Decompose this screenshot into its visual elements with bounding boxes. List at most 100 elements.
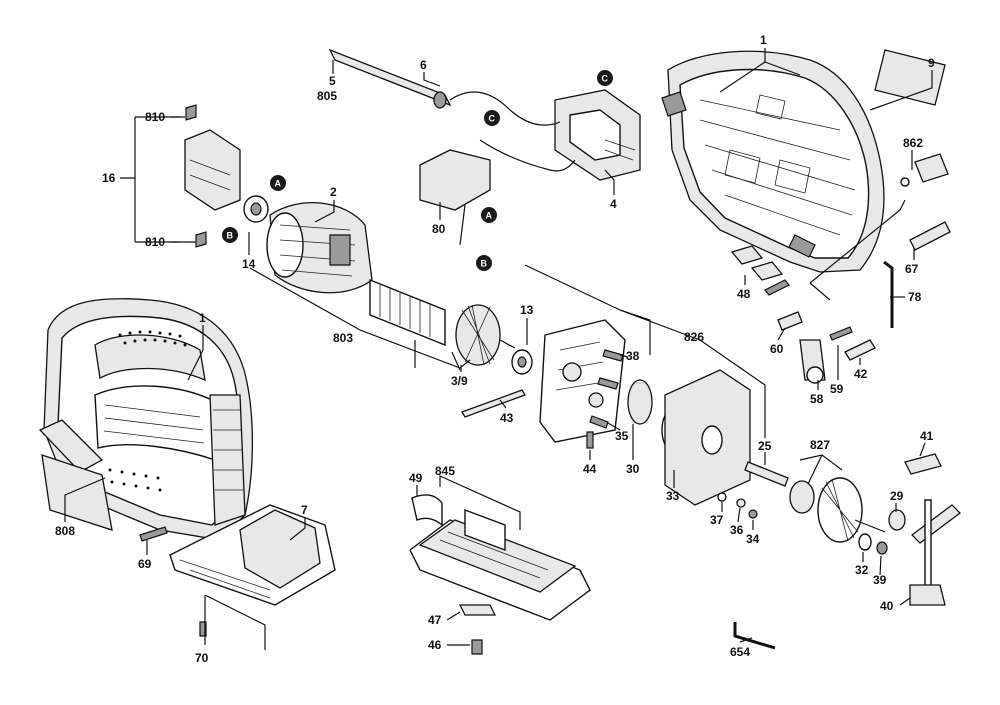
clamp-41 <box>904 453 942 475</box>
label-70: 70 <box>195 651 209 665</box>
vent-dots <box>108 330 187 492</box>
label-29: 29 <box>890 489 904 503</box>
brush-holder <box>184 104 241 248</box>
pin-35 <box>589 415 609 429</box>
part-60 <box>777 311 803 331</box>
pad-48b <box>750 261 784 281</box>
label-38: 38 <box>626 349 640 363</box>
rod-25 <box>744 461 789 487</box>
washer-32 <box>858 533 872 551</box>
label-9: 9 <box>928 56 935 70</box>
label-30: 30 <box>626 462 640 476</box>
foot-shoe <box>169 504 336 606</box>
svg-text:B: B <box>481 259 488 269</box>
label-1-top: 1 <box>760 33 767 47</box>
pad-48a <box>730 245 764 265</box>
label-25: 25 <box>758 439 772 453</box>
bushing-29 <box>888 509 906 531</box>
label-42: 42 <box>854 367 868 381</box>
label-33: 33 <box>666 489 680 503</box>
marker-c-2: C <box>597 70 613 86</box>
stator <box>266 202 373 294</box>
label-3-9: 3/9 <box>451 374 468 388</box>
label-6: 6 <box>420 58 427 72</box>
label-78: 78 <box>908 290 922 304</box>
label-47: 47 <box>428 613 442 627</box>
marker-c-1: C <box>484 110 500 126</box>
label-2: 2 <box>330 185 337 199</box>
label-32: 32 <box>855 563 869 577</box>
label-862: 862 <box>903 136 923 150</box>
label-4: 4 <box>610 197 617 211</box>
label-46: 46 <box>428 638 442 652</box>
leader-lines <box>64 48 933 650</box>
gear-827 <box>789 477 886 543</box>
part-42 <box>844 339 876 361</box>
housing-half-right <box>661 50 885 273</box>
label-1-left: 1 <box>199 311 206 325</box>
label-48: 48 <box>737 287 751 301</box>
label-16: 16 <box>102 171 116 185</box>
label-810-bottom: 810 <box>145 235 165 249</box>
label-67: 67 <box>905 262 919 276</box>
pin-43 <box>461 389 526 418</box>
label-845: 845 <box>435 464 455 478</box>
washer-36 <box>736 498 746 508</box>
screw-69 <box>139 526 168 542</box>
hex-key-654 <box>733 622 776 650</box>
label-49: 49 <box>409 471 423 485</box>
label-plate-808 <box>41 454 113 531</box>
pin-59 <box>829 326 853 341</box>
label-810-top: 810 <box>145 110 165 124</box>
label-808: 808 <box>55 524 75 538</box>
svg-text:C: C <box>602 74 609 84</box>
label-40: 40 <box>880 599 894 613</box>
label-60: 60 <box>770 342 784 356</box>
ring-39 <box>876 541 888 555</box>
label-654: 654 <box>730 645 750 659</box>
pin-38 <box>602 349 624 362</box>
label-7: 7 <box>301 503 308 517</box>
label-13: 13 <box>520 303 534 317</box>
hex-key-78 <box>883 260 894 328</box>
base-plate <box>409 508 591 621</box>
washer-37 <box>717 492 727 502</box>
plunger-40 <box>909 499 961 606</box>
svg-text:A: A <box>275 179 282 189</box>
label-37: 37 <box>710 513 724 527</box>
suppressor-80 <box>419 149 491 211</box>
label-14: 14 <box>242 257 256 271</box>
label-39: 39 <box>873 573 887 587</box>
screw-46 <box>471 639 483 655</box>
pin-44 <box>586 431 594 449</box>
svg-text:B: B <box>227 231 234 241</box>
marker-a-1: A <box>270 175 286 191</box>
knob-862 <box>914 153 949 183</box>
label-36: 36 <box>730 523 744 537</box>
gear-housing-plate <box>539 319 626 443</box>
marker-b-1: B <box>222 227 238 243</box>
label-805: 805 <box>317 89 337 103</box>
label-826: 826 <box>684 330 704 344</box>
marker-a-2: A <box>481 207 497 223</box>
pad-47 <box>458 604 497 616</box>
switch <box>554 89 641 181</box>
part-labels: 1 9 6 5 805 810 16 810 2 4 80 14 862 67 … <box>55 33 935 665</box>
label-44: 44 <box>583 462 597 476</box>
label-803: 803 <box>333 331 353 345</box>
label-827: 827 <box>810 438 830 452</box>
cord-6 <box>328 48 452 107</box>
label-43: 43 <box>500 411 514 425</box>
label-58: 58 <box>810 392 824 406</box>
label-34: 34 <box>746 532 760 546</box>
svg-text:C: C <box>489 114 496 124</box>
svg-text:A: A <box>486 211 493 221</box>
washer-30 <box>627 379 653 425</box>
label-sheet-9 <box>874 49 946 106</box>
label-69: 69 <box>138 557 152 571</box>
label-35: 35 <box>615 429 629 443</box>
label-5: 5 <box>329 74 336 88</box>
nut-34 <box>748 509 758 519</box>
